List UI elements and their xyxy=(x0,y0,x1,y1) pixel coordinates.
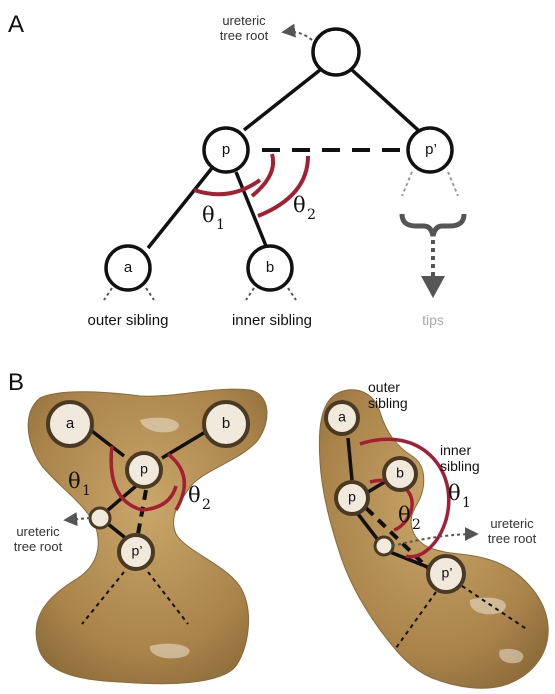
panel-b-label: B xyxy=(8,369,24,396)
outer-sibling-line2-right-b: sibling xyxy=(368,395,408,411)
stub-b-left xyxy=(246,288,254,300)
inner-sibling-line1-right-b: inner xyxy=(440,442,471,458)
stub-a-right xyxy=(146,288,154,300)
edge-root-p-prime xyxy=(352,70,418,130)
ureteric-root-label-line2-a: tree root xyxy=(220,28,269,43)
ureteric-root-label-line2-right-b: tree root xyxy=(488,531,537,546)
panel-a-label: A xyxy=(8,11,24,38)
panel-a: A ureteric tree root p p’ a b θ 1 θ 2 xyxy=(8,11,464,329)
node-left-a-label: a xyxy=(66,415,75,432)
stub-a-left xyxy=(104,288,112,300)
node-right-b-label: b xyxy=(396,465,404,481)
tips-arrow-head xyxy=(421,276,445,298)
p-prime-stub-left xyxy=(402,172,412,196)
root-node xyxy=(313,29,359,75)
node-left-root xyxy=(90,508,110,528)
edge-root-p xyxy=(244,70,320,130)
stub-b-right xyxy=(288,288,296,300)
theta2-sub-left-b: 2 xyxy=(202,497,211,513)
theta1-sub-a: 1 xyxy=(216,217,225,233)
node-left-b-label: b xyxy=(222,415,230,432)
theta2-label-left-b: θ xyxy=(188,483,201,507)
node-left-p-label: p xyxy=(140,461,148,477)
theta1-arc-inner-a xyxy=(252,154,273,196)
inner-sibling-line2-right-b: sibling xyxy=(440,458,480,474)
tips-brace xyxy=(402,214,464,236)
theta1-sub-right-b: 1 xyxy=(462,495,471,511)
theta2-label-right-b: θ xyxy=(398,503,411,527)
root-pointer-arrow-a xyxy=(284,32,312,40)
theta2-sub-right-b: 2 xyxy=(412,517,421,533)
node-a-label: a xyxy=(124,259,133,276)
p-prime-stub-right xyxy=(448,172,458,196)
node-right-root xyxy=(375,537,393,555)
outer-sibling-line1-right-b: outer xyxy=(368,379,400,395)
theta1-label-left-b: θ xyxy=(68,469,81,493)
node-right-a-label: a xyxy=(338,409,346,425)
theta1-label-right-b: θ xyxy=(448,481,461,505)
ureteric-root-label-line1-right-b: ureteric xyxy=(490,516,534,531)
ureteric-root-label-line2-left-b: tree root xyxy=(14,539,63,554)
theta1-arc-a xyxy=(194,180,260,194)
node-p-prime-label: p’ xyxy=(425,141,437,158)
inner-sibling-caption-a: inner sibling xyxy=(232,312,312,329)
theta1-label-a: θ xyxy=(202,203,215,227)
theta2-sub-a: 2 xyxy=(307,207,316,223)
theta2-label-a: θ xyxy=(293,193,306,217)
outer-sibling-caption-a: outer sibling xyxy=(88,312,169,329)
ureteric-root-label-line1-a: ureteric xyxy=(222,13,266,28)
ureteric-root-label-line1-left-b: ureteric xyxy=(16,524,60,539)
theta1-sub-left-b: 1 xyxy=(82,483,91,499)
node-b-label: b xyxy=(266,259,274,276)
panel-b: B a b p p’ θ 1 θ 2 ureteric t xyxy=(8,369,548,688)
tips-caption: tips xyxy=(422,312,444,328)
node-left-p-prime-label: p’ xyxy=(132,543,143,559)
edge-p-b xyxy=(236,172,266,246)
node-right-p-label: p xyxy=(348,489,356,505)
node-p-label: p xyxy=(222,141,230,158)
node-right-p-prime-label: p’ xyxy=(442,565,453,581)
root-pointer-arrow-left-b xyxy=(66,518,90,520)
